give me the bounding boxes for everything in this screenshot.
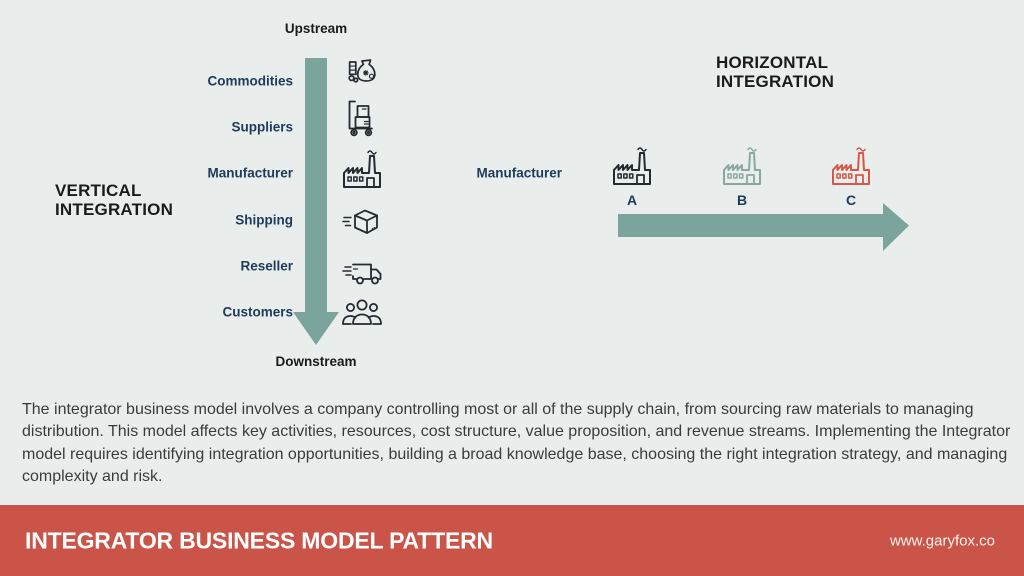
- footer-bar: INTEGRATOR BUSINESS MODEL PATTERN www.ga…: [0, 505, 1024, 576]
- company-c-label: C: [845, 192, 857, 208]
- people-icon: [339, 294, 385, 330]
- company-a-label: A: [626, 192, 638, 208]
- stage-label-commodities: Commodities: [207, 73, 293, 89]
- factory-a-icon: [610, 144, 654, 186]
- company-c: C: [809, 144, 893, 207]
- factory-icon: [340, 147, 384, 189]
- vertical-integration-title: VERTICAL INTEGRATION: [55, 181, 174, 219]
- vertical-flow-arrow: [293, 58, 339, 351]
- hand-truck-icon: [342, 98, 382, 138]
- company-b-label: B: [736, 192, 748, 208]
- stage-label-shipping: Shipping: [235, 212, 293, 228]
- website-link[interactable]: www.garyfox.co: [889, 532, 995, 549]
- company-b: B: [700, 144, 784, 207]
- factory-b-icon: [720, 144, 764, 186]
- stage-label-manufacturer: Manufacturer: [207, 165, 293, 181]
- delivery-truck-icon: [342, 252, 384, 288]
- upstream-label: Upstream: [284, 21, 348, 36]
- downstream-label: Downstream: [275, 354, 357, 369]
- package-icon: [342, 202, 384, 242]
- slide-title: INTEGRATOR BUSINESS MODEL PATTERN: [25, 527, 493, 553]
- right-arrow-icon: [618, 203, 909, 251]
- raw-materials-icon: [343, 52, 381, 90]
- factory-c-icon: [829, 144, 873, 186]
- stage-label-suppliers: Suppliers: [231, 119, 293, 135]
- description-text: The integrator business model involves a…: [22, 401, 1011, 485]
- stage-label-customers: Customers: [222, 304, 293, 320]
- manufacturer-row-label: Manufacturer: [476, 165, 562, 181]
- company-a: A: [590, 144, 674, 207]
- down-arrow-icon: [293, 58, 339, 345]
- horizontal-integration-title: HORIZONTAL INTEGRATION: [716, 53, 835, 91]
- horizontal-flow-arrow: [618, 202, 910, 257]
- stage-label-reseller: Reseller: [240, 258, 293, 274]
